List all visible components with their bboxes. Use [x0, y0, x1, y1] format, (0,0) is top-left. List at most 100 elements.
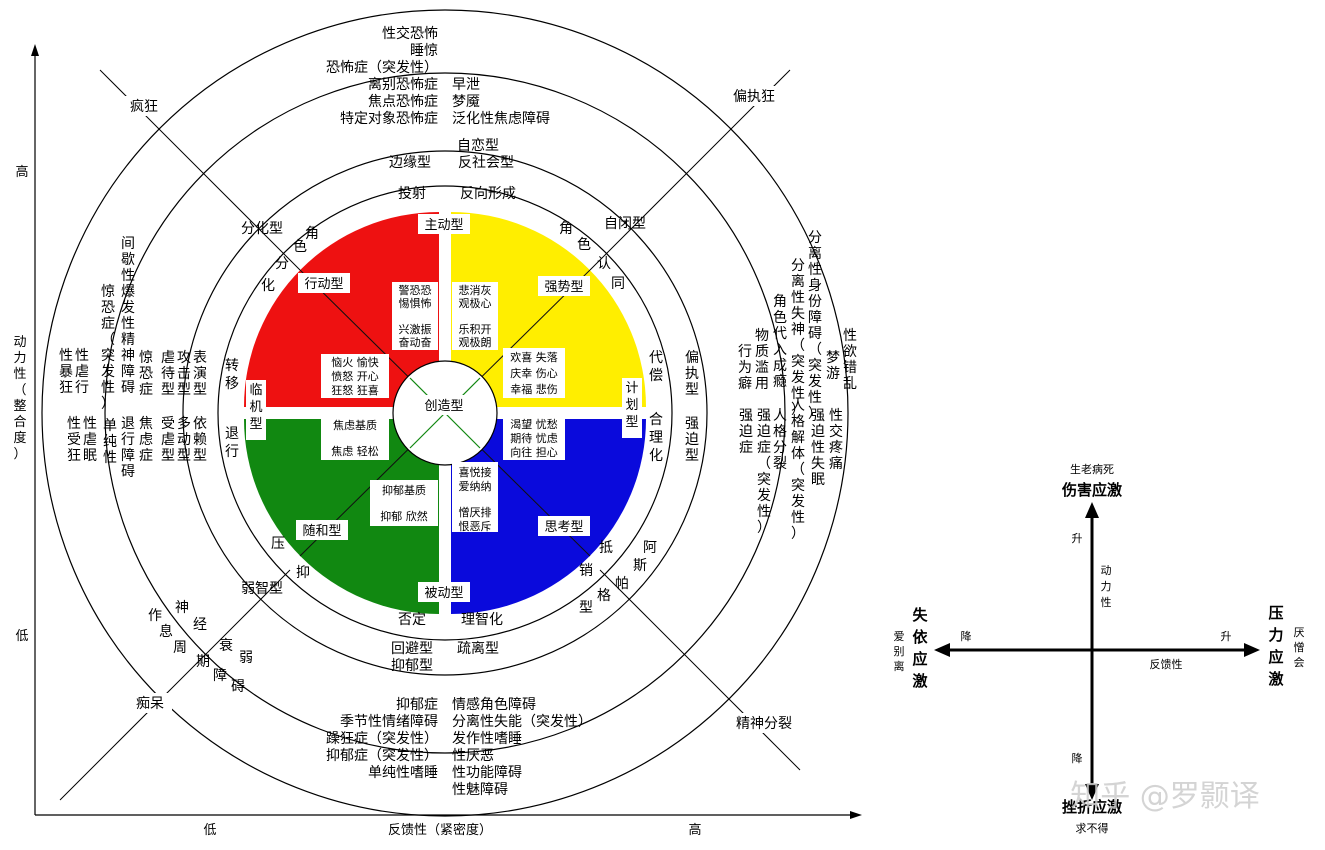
green-quadrant — [244, 419, 439, 614]
y-axis-title-text: 动力性（整合度） — [13, 335, 26, 462]
outer-bottom-right-0: 情感角色障碍 — [452, 696, 536, 713]
denial-label: 否定 — [398, 612, 426, 628]
blue-inner-5: 爱纳纳 — [459, 480, 492, 493]
outer-right-disorders: 分离性身份障碍（突发性）分离性失神（突发性）角色代入成瘾物质滥用行为癖性欲错乱梦… — [738, 230, 857, 542]
blue-inner-4: 喜悦接 — [459, 465, 492, 479]
svg-text:作: 作 — [148, 608, 162, 624]
red-inner-5: 恼火 愉快 — [331, 355, 379, 369]
frustration-stress-label: 挫折应激 — [1062, 798, 1123, 816]
neuro-labels: 神 作 经 息 衰 周 弱 期 障 碍 — [148, 600, 253, 695]
axes: 高 低 低 反馈性（紧密度） 高 动力性（整合度） — [13, 44, 862, 838]
svg-text:息: 息 — [159, 623, 173, 640]
stress-diagram: 生老病死 伤害应激 挫折应激 求不得 升 降 动力性 降 升 反馈性 失依应激 … — [894, 462, 1305, 835]
outer-top-right-1: 梦魇 — [452, 94, 480, 110]
outer-left-disorders: 性暴狂性虐行性受狂性虐眠间歇性爆发性精神障碍惊恐症（突发性）惊恐症单纯性焦虑症退… — [59, 236, 153, 480]
outer-left-d: 性虐眠 — [83, 416, 97, 464]
outer-top-left-0: 性交恐怖 — [382, 25, 438, 42]
outer-left-j: 退行障碍 — [121, 416, 135, 480]
blue-inner-1: 渴望 忧愁 — [510, 417, 558, 431]
svg-text:抵: 抵 — [599, 540, 613, 556]
frustration-stress-sub: 求不得 — [1076, 822, 1109, 835]
red-inner-2: 惕惧怖 — [399, 296, 432, 310]
svg-text:抑: 抑 — [296, 565, 310, 581]
outer-bottom-right-3: 性厌恶 — [452, 748, 494, 764]
outer-left-c: 性受狂 — [67, 416, 81, 464]
transfer-label: 转移 — [225, 358, 239, 392]
active-type-label: 主动型 — [424, 218, 463, 233]
outer-right-m: 强迫症 — [739, 408, 753, 456]
outer-left-a: 性暴狂 — [59, 348, 73, 396]
v-up-label: 升 — [1072, 532, 1083, 545]
svg-text:角: 角 — [559, 221, 573, 237]
red-inner-7: 狂怒 狂喜 — [331, 383, 379, 397]
dementia-label: 痴呆 — [136, 696, 164, 712]
svg-text:色: 色 — [293, 238, 307, 255]
yellow-inner-5: 欢喜 失落 — [510, 350, 558, 364]
sadistic-text: 虐待型 — [161, 350, 175, 398]
outer-right-a: 分离性身份障碍（突发性） — [808, 230, 822, 422]
outer-bottom-left-3: 抑郁症（突发性） — [326, 748, 438, 764]
yellow-quadrant — [451, 212, 646, 407]
opportunistic-type-label: 临机型 — [249, 383, 262, 432]
outer-top-left-1: 睡惊 — [410, 43, 438, 59]
paranoid-text: 偏执型 — [685, 350, 699, 398]
outer-right-d: 物质滥用 — [755, 328, 769, 392]
blue-inner-3: 向往 担心 — [510, 445, 558, 459]
blue-inner-6: 憎厌排 — [459, 505, 492, 519]
dynamic-label: 动力性 — [1101, 564, 1112, 609]
strong-type-label: 强势型 — [544, 279, 583, 295]
svg-text:格: 格 — [597, 588, 611, 604]
outer-right-h: 性交疼痛 — [829, 408, 843, 472]
y-axis-high-label: 高 — [15, 164, 28, 180]
detached-label: 疏离型 — [457, 640, 499, 657]
projection-label: 投射 — [398, 186, 426, 202]
narcissistic-label: 自恋型 — [457, 137, 499, 154]
green-inner-3: 抑郁基质 — [382, 483, 426, 497]
outer-left-e: 间歇性爆发性精神障碍 — [121, 236, 135, 396]
avoidant-label: 回避型 — [391, 641, 433, 657]
role-label: 角 — [305, 226, 319, 242]
svg-text:期: 期 — [196, 654, 210, 670]
quadrants: 创造型 — [244, 212, 646, 614]
outer-right-k: 人格分裂 — [773, 408, 787, 472]
outer-left-i: 焦虑症 — [139, 416, 153, 464]
outer-top-right-2: 泛化性焦虑障碍 — [452, 111, 550, 127]
red-inner-6: 愤怒 开心 — [331, 369, 379, 383]
action-type-label: 行动型 — [304, 277, 343, 292]
outer-right-c: 角色代入成瘾 — [773, 294, 787, 390]
planning-type-label: 计划型 — [625, 381, 638, 430]
borderline-label: 边缘型 — [389, 155, 431, 171]
antisocial-label: 反社会型 — [458, 155, 514, 171]
outer-top-left-4: 焦点恐怖症 — [368, 93, 438, 110]
outer-bottom-left-0: 抑郁症 — [396, 697, 438, 713]
loss-stress-label: 失依应激 — [912, 606, 928, 690]
watermark: 知乎 @罗颢译 — [1070, 779, 1260, 814]
weak-intellect-label: 弱智型 — [241, 581, 283, 597]
masochistic-text: 受虐型 — [161, 416, 175, 464]
yellow-inner-4: 观极朗 — [459, 335, 492, 349]
svg-text:分: 分 — [275, 256, 289, 272]
pressure-stress-sub-text: 厌憎会 — [1294, 626, 1305, 669]
center-type-label: 创造型 — [424, 399, 463, 414]
svg-text:压: 压 — [271, 536, 285, 552]
histrionic-text: 表演型 — [193, 350, 207, 398]
outer-bottom-left-2: 躁狂症（突发性） — [326, 731, 438, 747]
svg-text:周: 周 — [173, 640, 187, 656]
thinking-type-label: 思考型 — [544, 520, 583, 535]
pressure-stress-label: 压力应激 — [1268, 604, 1284, 688]
x-axis-title: 反馈性（紧密度） — [388, 822, 492, 838]
svg-text:色: 色 — [577, 236, 591, 253]
easygoing-type-label: 随和型 — [302, 524, 341, 539]
quadrant-labels: 主动型 行动型 强势型 随和型 思考型 被动型 临机型 计划型 — [246, 214, 642, 602]
svg-text:碍: 碍 — [231, 679, 245, 695]
intellectualization-label: 理智化 — [461, 612, 503, 628]
red-inner-1: 警恐恐 — [399, 283, 432, 297]
outer-bottom-right-5: 性魅障碍 — [452, 782, 508, 798]
blue-inner-2: 期待 忧虑 — [510, 431, 558, 445]
regression-label: 退行 — [225, 426, 239, 460]
depressive-label: 抑郁型 — [391, 658, 433, 674]
outer-top-left-2: 恐怖症（突发性） — [326, 59, 438, 76]
